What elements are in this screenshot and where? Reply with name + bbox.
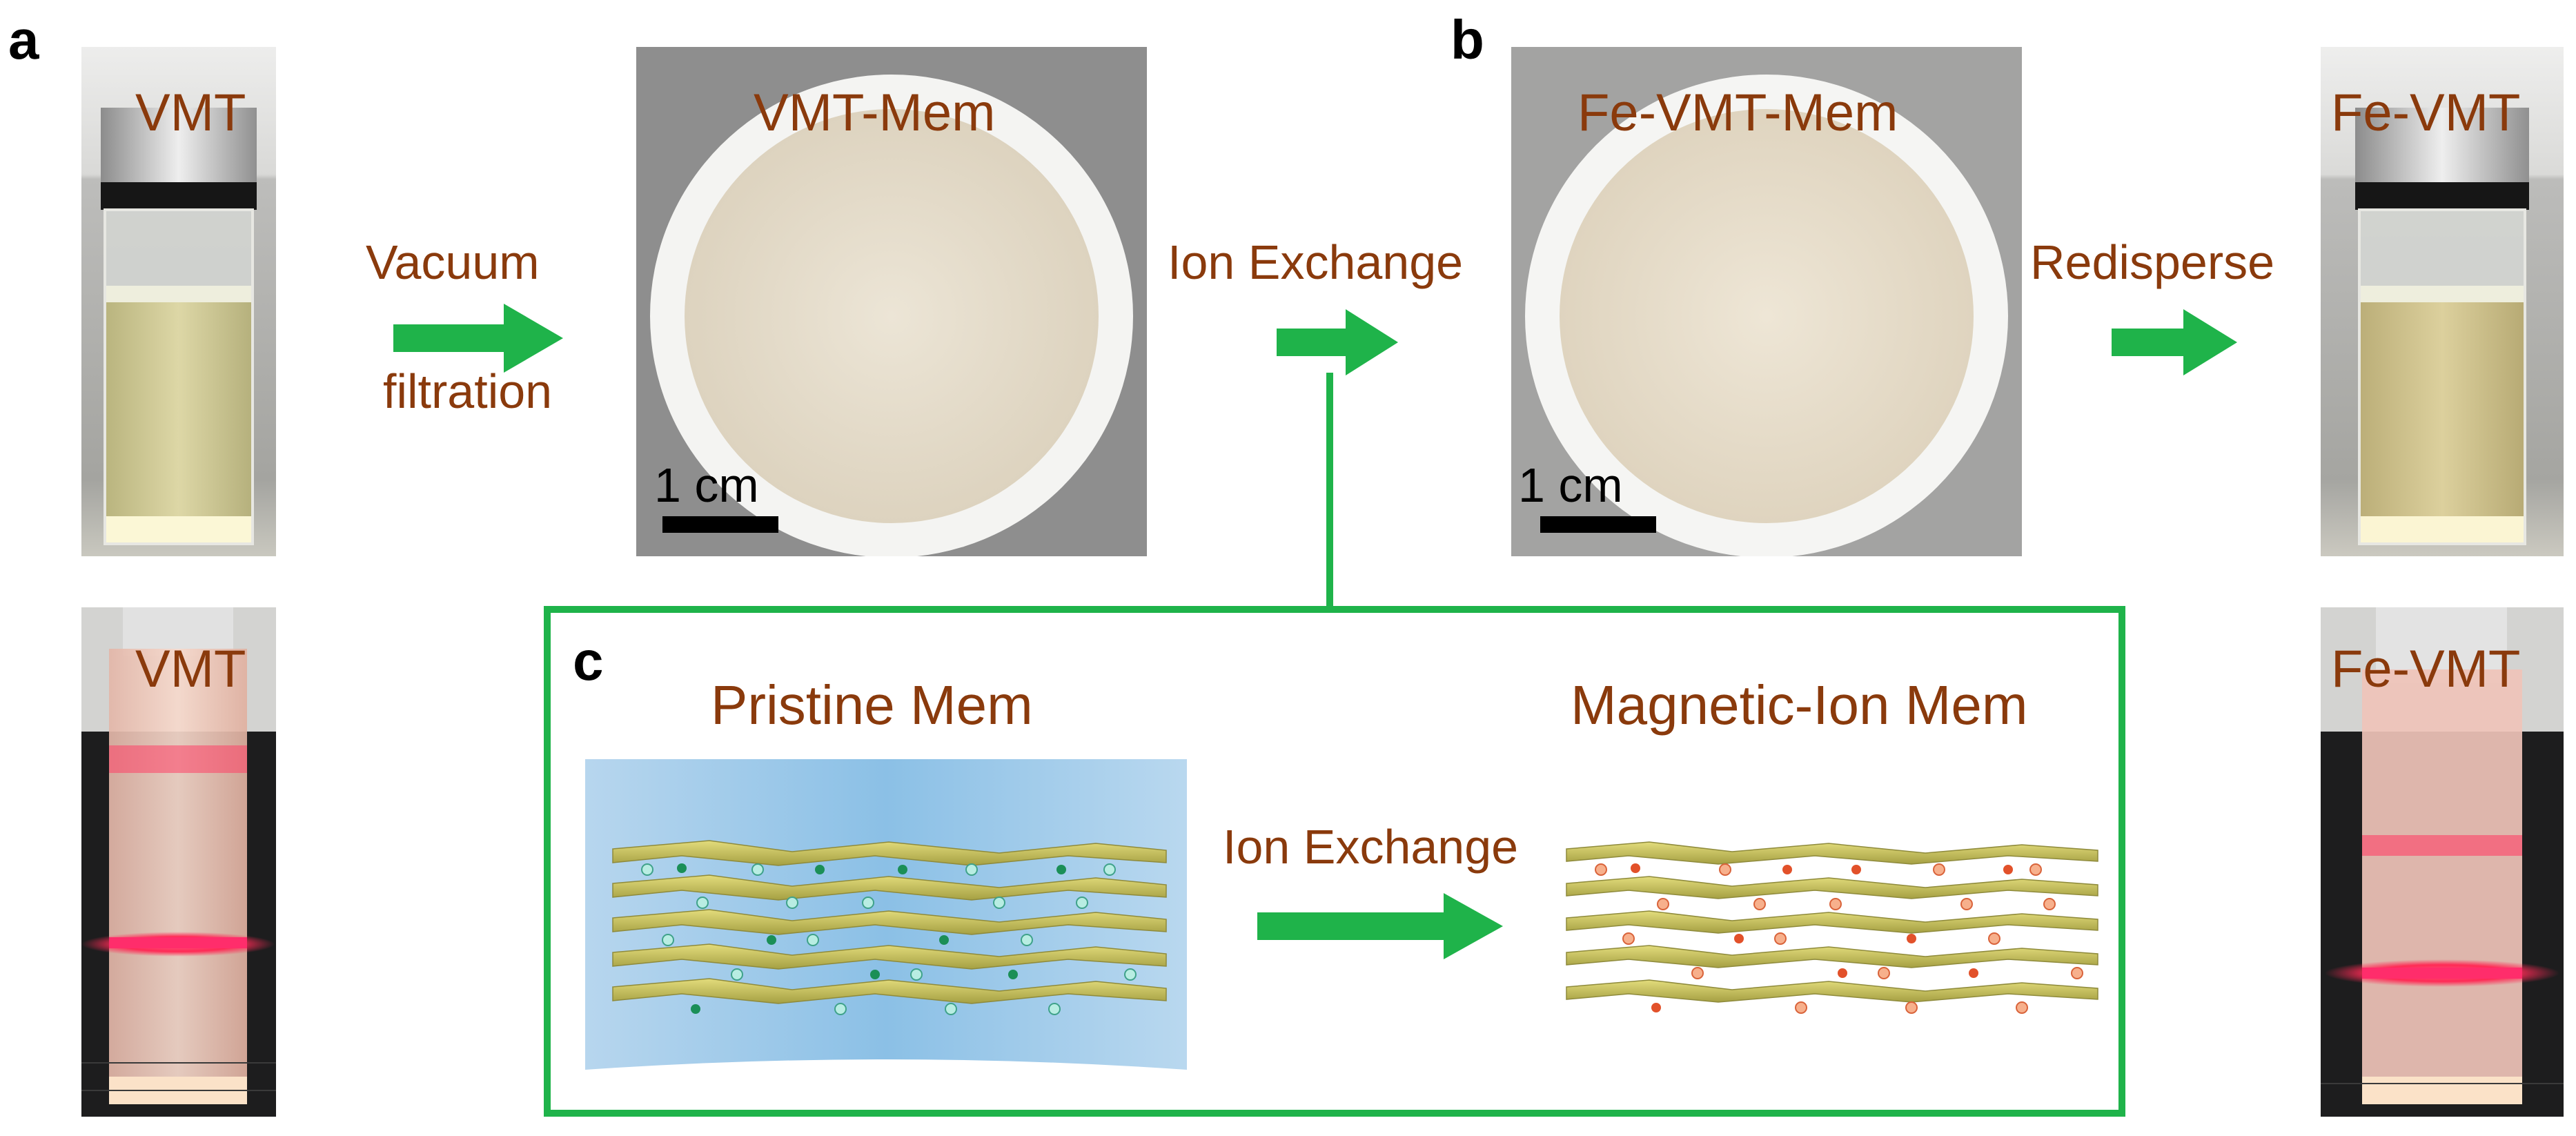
- fe-vmt-vial-illustration: [2321, 47, 2564, 556]
- filtration-label: filtration: [383, 364, 553, 418]
- panel-letter-b: b: [1451, 9, 1484, 70]
- vacuum-label: Vacuum: [366, 235, 540, 289]
- pristine-mem-layers: [585, 759, 1187, 1070]
- scale-label-left: 1 cm: [654, 458, 759, 512]
- vmt-laser-vial-photo: [81, 607, 276, 1117]
- ion-exchange-arrow-top: [1277, 309, 1398, 375]
- ion-exchange-arrow-bottom: [1257, 893, 1503, 959]
- magnetic-ion-mem-label: Magnetic-Ion Mem: [1571, 674, 2028, 736]
- vmt-vial-illustration: [81, 47, 276, 556]
- magnetic-ion-mem-illustration: [1553, 828, 2105, 1035]
- vmt-label-bottom: VMT: [135, 640, 246, 698]
- fe-vmt-laser-vial-illustration: [2321, 607, 2564, 1117]
- vmt-label-top: VMT: [135, 84, 246, 142]
- scale-bar-right: [1540, 516, 1656, 533]
- scale-label-right: 1 cm: [1518, 458, 1623, 512]
- fe-vmt-label-bottom: Fe-VMT: [2331, 640, 2521, 698]
- scale-bar-left: [662, 516, 778, 533]
- magnetic-ion-mem-layers: [1566, 841, 2098, 1014]
- connector-vertical: [1326, 373, 1333, 611]
- vmt-mem-illustration: [636, 47, 1147, 556]
- redisperse-arrow: [2112, 309, 2237, 375]
- fe-vmt-mem-illustration: [1511, 47, 2022, 556]
- vmt-mem-photo: [636, 47, 1147, 556]
- panel-letter-a: a: [8, 9, 39, 70]
- pristine-mem-label: Pristine Mem: [711, 674, 1033, 736]
- pristine-mem-illustration: [585, 759, 1187, 1081]
- vmt-mem-label: VMT-Mem: [754, 84, 996, 142]
- fe-vmt-mem-photo: [1511, 47, 2022, 556]
- vacuum-arrow: [393, 304, 563, 373]
- fe-vmt-mem-label: Fe-VMT-Mem: [1577, 84, 1898, 142]
- fe-vmt-laser-vial-photo: [2321, 607, 2564, 1117]
- redisperse-label: Redisperse: [2030, 235, 2275, 289]
- fe-vmt-label-top: Fe-VMT: [2331, 84, 2521, 142]
- fe-vmt-vial-photo: [2321, 47, 2564, 556]
- vmt-laser-vial-illustration: [81, 607, 276, 1117]
- vmt-vial-photo: [81, 47, 276, 556]
- panel-letter-c: c: [573, 630, 604, 692]
- panel-c-frame: [544, 606, 2125, 1117]
- ion-exchange-label-top: Ion Exchange: [1168, 235, 1464, 289]
- ion-exchange-label-bottom: Ion Exchange: [1223, 820, 1519, 874]
